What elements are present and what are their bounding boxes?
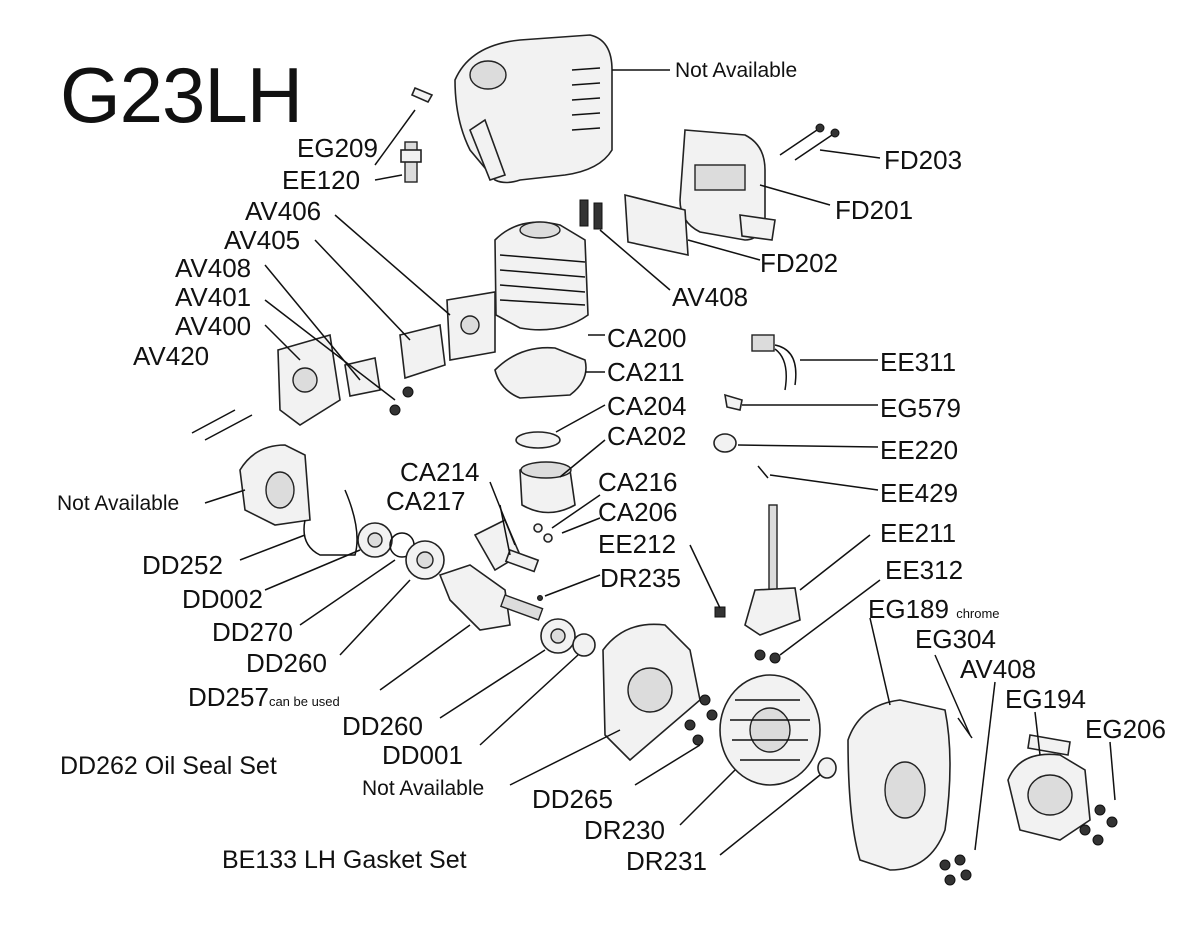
fan-cover-part bbox=[847, 699, 951, 871]
ee-cap-part bbox=[713, 433, 737, 453]
carburetor-insulator-part bbox=[446, 291, 496, 361]
label-dd265: DD265 bbox=[532, 784, 613, 814]
label-dd260-bottom: DD260 bbox=[342, 711, 423, 741]
label-eg579: EG579 bbox=[880, 393, 961, 423]
label-av400: AV400 bbox=[175, 311, 252, 341]
label-av408-top: AV408 bbox=[672, 282, 749, 312]
coil-screws-part bbox=[754, 649, 781, 664]
carb-screws-part bbox=[191, 386, 414, 441]
spring-part bbox=[757, 465, 769, 479]
label-ca216: CA216 bbox=[598, 467, 678, 497]
label-av408-left: AV408 bbox=[175, 253, 252, 283]
carburetor-part bbox=[277, 324, 446, 426]
leader-lines bbox=[204, 69, 1116, 856]
flywheel-part bbox=[719, 674, 821, 786]
gasket-set-note: BE133 LH Gasket Set bbox=[222, 846, 467, 874]
label-ee429: EE429 bbox=[880, 478, 959, 508]
pin-clip-part bbox=[533, 523, 543, 533]
pin-clip-part bbox=[543, 533, 553, 543]
label-not-available-left: Not Available bbox=[57, 492, 180, 515]
cylinder-gasket-part bbox=[494, 346, 587, 399]
label-eg189-note: chrome bbox=[956, 606, 1000, 621]
label-eg304: EG304 bbox=[915, 624, 996, 654]
crankcase-left-part bbox=[239, 444, 311, 526]
label-dd257: DD257can be used bbox=[188, 684, 340, 710]
ee-nut-part bbox=[724, 393, 743, 411]
cylinder-bolt-icon bbox=[593, 202, 603, 230]
ignition-coil-part bbox=[744, 504, 801, 636]
piston-ring-part bbox=[515, 431, 561, 449]
diagram-title: G23LH bbox=[60, 51, 303, 139]
label-ca206: CA206 bbox=[598, 497, 678, 527]
crankcase-right-part bbox=[602, 623, 701, 762]
label-not-available-top: Not Available bbox=[675, 59, 798, 82]
starter-screws-part bbox=[939, 717, 1118, 886]
engine-cover-part bbox=[454, 34, 613, 184]
label-ee312: EE312 bbox=[885, 555, 964, 585]
label-ca217: CA217 bbox=[386, 486, 466, 516]
label-fd201: FD201 bbox=[835, 195, 914, 225]
label-ee211: EE211 bbox=[880, 518, 957, 548]
label-av420: AV420 bbox=[133, 341, 210, 371]
key-part bbox=[537, 595, 543, 601]
label-eg206: EG206 bbox=[1085, 714, 1166, 744]
label-av405: AV405 bbox=[224, 225, 301, 255]
piston-pin-part bbox=[504, 548, 540, 573]
switch-wire-part bbox=[751, 334, 797, 391]
oil-seal-set-note: DD262 Oil Seal Set bbox=[60, 752, 277, 780]
label-dd260-left: DD260 bbox=[246, 648, 327, 678]
muffler-bolts-part bbox=[779, 123, 840, 161]
label-dr231: DR231 bbox=[626, 846, 707, 876]
label-ca204: CA204 bbox=[607, 391, 687, 421]
label-dr230: DR230 bbox=[584, 815, 665, 845]
label-ca211: CA211 bbox=[607, 357, 685, 387]
label-ee220: EE220 bbox=[880, 435, 959, 465]
cylinder-part bbox=[494, 221, 589, 331]
label-ca214: CA214 bbox=[400, 457, 480, 487]
label-fd203: FD203 bbox=[884, 145, 963, 175]
muffler-gasket-part bbox=[624, 193, 689, 257]
oil-seal-part bbox=[572, 633, 596, 657]
label-av401: AV401 bbox=[175, 282, 252, 312]
crankshaft-part bbox=[438, 518, 544, 631]
label-ee212: EE212 bbox=[598, 529, 677, 559]
label-ee311: EE311 bbox=[880, 347, 957, 377]
label-dd257-code: DD257 bbox=[188, 682, 269, 712]
spark-plug-part bbox=[400, 86, 434, 183]
label-ca200: CA200 bbox=[607, 323, 687, 353]
label-ca202: CA202 bbox=[607, 421, 687, 451]
carb-spacer-part bbox=[344, 357, 381, 397]
flywheel-nut-part bbox=[817, 757, 837, 779]
label-dd270: DD270 bbox=[212, 617, 293, 647]
label-dd257-note: can be used bbox=[268, 694, 340, 709]
label-fd202: FD202 bbox=[760, 248, 839, 278]
piston-part bbox=[519, 461, 576, 514]
crankcase-screws-part bbox=[684, 694, 718, 746]
label-dd252: DD252 bbox=[142, 550, 223, 580]
label-dd001: DD001 bbox=[382, 740, 463, 770]
label-eg189-code: EG189 bbox=[868, 594, 949, 624]
seal-ring-part bbox=[303, 489, 358, 556]
ee-small-part bbox=[714, 606, 726, 618]
label-dd002: DD002 bbox=[182, 584, 263, 614]
label-not-available-bottom: Not Available bbox=[362, 777, 485, 800]
label-dr235: DR235 bbox=[600, 563, 681, 593]
label-ee120: EE120 bbox=[282, 165, 361, 195]
recoil-starter-part bbox=[1007, 734, 1091, 841]
muffler-part bbox=[679, 129, 776, 241]
label-eg189: EG189 chrome bbox=[868, 596, 1000, 622]
label-av406: AV406 bbox=[245, 196, 322, 226]
label-av408-right: AV408 bbox=[960, 654, 1037, 684]
label-eg194: EG194 bbox=[1005, 684, 1086, 714]
cylinder-bolt-icon bbox=[579, 199, 589, 227]
label-eg209: EG209 bbox=[297, 133, 378, 163]
